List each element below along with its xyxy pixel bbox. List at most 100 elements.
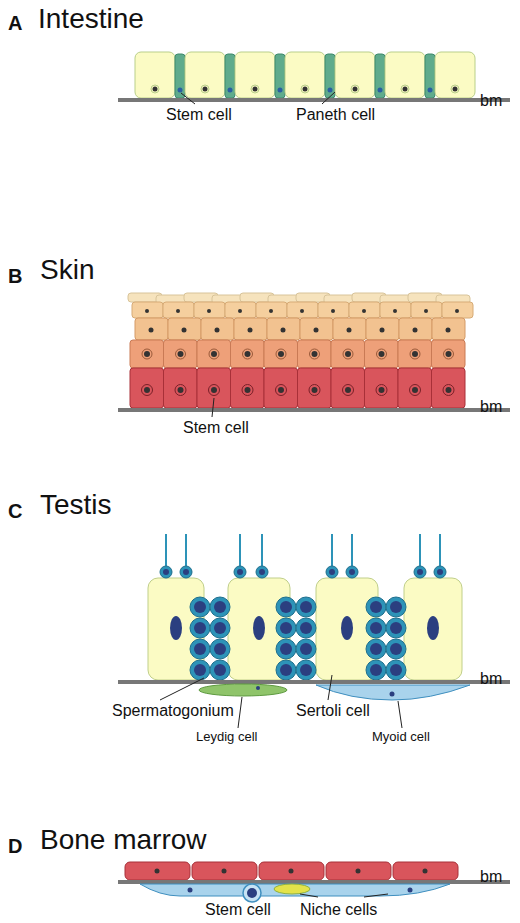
stem-cell (375, 54, 385, 98)
suprabasal-cell (231, 340, 265, 368)
nucleus (423, 869, 428, 874)
nucleus-ring (151, 85, 159, 93)
nucleus (194, 622, 206, 634)
nucleus-ring (243, 349, 253, 359)
nucleus-ring (443, 385, 454, 396)
nucleus-ring (251, 85, 259, 93)
nucleus (280, 643, 292, 655)
germ-cell (210, 597, 230, 617)
nucleus-ring (444, 349, 454, 359)
nucleus (211, 387, 217, 393)
part-label: bm (480, 670, 502, 688)
sertoli-nucleus (341, 616, 353, 640)
nucleus-ring (209, 385, 220, 396)
germ-cell (276, 597, 296, 617)
suprabasal-cell (130, 340, 164, 368)
nucleus (379, 351, 385, 357)
part-label: Stem cell (205, 901, 271, 919)
part-label: Leydig cell (196, 730, 257, 744)
nucleus-ring (343, 349, 353, 359)
nucleus-ring (142, 349, 152, 359)
differentiating-cell (366, 318, 399, 340)
nucleus-ring (376, 385, 387, 396)
nucleus (370, 622, 382, 634)
paneth-cell (335, 52, 375, 98)
nucleus (362, 309, 366, 313)
basal-cell (164, 368, 198, 408)
nucleus (278, 351, 284, 357)
nucleus (253, 87, 258, 92)
nucleus (353, 87, 358, 92)
leader-line (212, 398, 214, 417)
nucleus (347, 328, 352, 333)
differentiating-cell (168, 318, 201, 340)
nucleus (280, 664, 292, 676)
nucleus (312, 351, 318, 357)
basement-membrane (118, 98, 510, 102)
nucleus (424, 309, 428, 313)
nucleus (214, 643, 226, 655)
leader-line (322, 92, 335, 104)
leader-line (160, 678, 204, 700)
nucleus-ring (310, 349, 320, 359)
nucleus (214, 664, 226, 676)
nucleus (370, 601, 382, 613)
nucleus (248, 328, 253, 333)
paneth-cell (285, 52, 325, 98)
stem-cell (275, 54, 285, 98)
nucleus-ring (209, 349, 219, 359)
nucleus (393, 309, 397, 313)
nucleus-ring (175, 385, 186, 396)
paneth-cell (185, 52, 225, 98)
part-label: Niche cells (300, 901, 377, 919)
basal-cell (130, 368, 164, 408)
leader-line (181, 93, 195, 104)
nucleus (345, 387, 351, 393)
nucleus (370, 643, 382, 655)
nucleus (314, 328, 319, 333)
nucleus (203, 87, 208, 92)
nucleus (349, 569, 355, 575)
nucleus-ring (309, 385, 320, 396)
nucleus (215, 328, 220, 333)
part-label: Stem cell (183, 419, 249, 437)
nucleus (328, 88, 333, 93)
myoid-cell (316, 685, 470, 700)
part-label: Paneth cell (296, 106, 375, 124)
germ-cell (386, 639, 406, 659)
nucleus (303, 87, 308, 92)
nucleus (178, 351, 184, 357)
stem-cell (325, 54, 335, 98)
basal-cell (264, 368, 298, 408)
sperm-tail (185, 534, 187, 566)
nucleus (390, 664, 402, 676)
germ-cell (366, 618, 386, 638)
differentiating-cell (201, 318, 234, 340)
nucleus (194, 643, 206, 655)
nucleus-ring (142, 385, 153, 396)
part-label: Sertoli cell (296, 702, 370, 720)
panel-title: Skin (40, 255, 94, 286)
stem-cell (425, 54, 435, 98)
nucleus (155, 869, 160, 874)
germ-cell (366, 639, 386, 659)
panel-letter: B (8, 265, 22, 287)
stem-cell (225, 54, 235, 98)
basement-membrane (118, 880, 510, 884)
differentiating-cell (411, 302, 442, 318)
paneth-cell (135, 52, 175, 98)
panel-title: Intestine (38, 4, 144, 35)
differentiating-cell (256, 302, 287, 318)
panel-title: Testis (40, 490, 112, 521)
suprabasal-cell (164, 340, 198, 368)
nucleus (370, 664, 382, 676)
nucleus (300, 664, 312, 676)
nucleus (247, 888, 257, 898)
nucleus (378, 88, 383, 93)
sperm-tail (165, 534, 167, 566)
paneth-cell (435, 52, 475, 98)
nucleus (428, 88, 433, 93)
spermatid (256, 566, 268, 578)
leader-line (238, 697, 242, 728)
leader-line (398, 701, 402, 728)
